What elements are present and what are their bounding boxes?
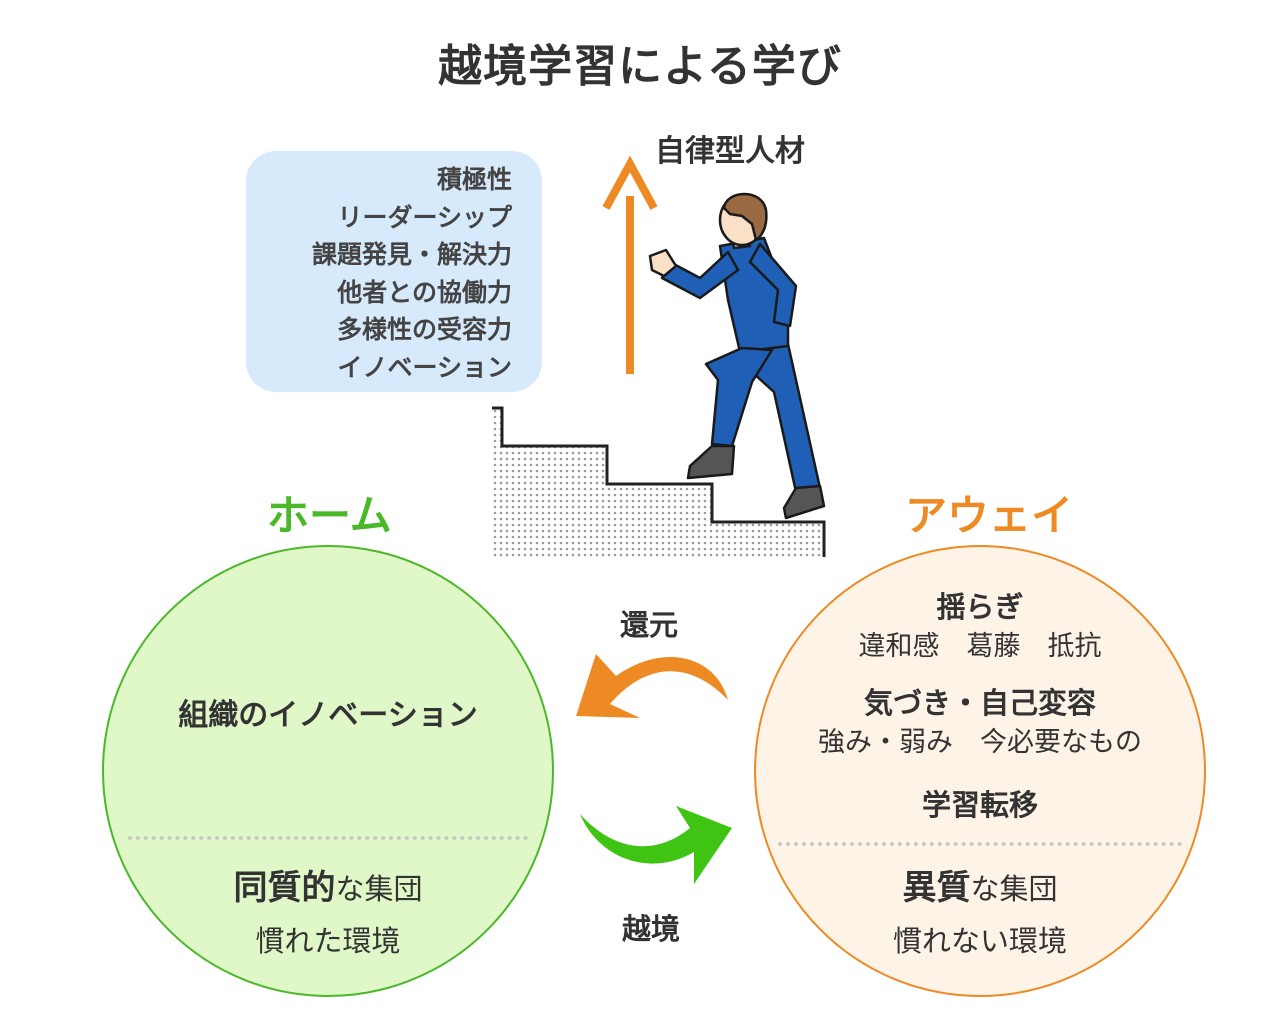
skill-item: 他者との協働力 bbox=[337, 277, 512, 307]
home-divider bbox=[128, 836, 528, 840]
home-group-rest: な集団 bbox=[335, 872, 423, 906]
away-circle bbox=[754, 545, 1206, 997]
cross-border-arrow-icon bbox=[580, 806, 732, 884]
home-inner-text: 組織のイノベーション bbox=[178, 698, 478, 733]
skill-item: 積極性 bbox=[436, 165, 512, 194]
home-group-line: 同質的な集団 bbox=[102, 860, 554, 909]
away-group-line: 異質な集団 bbox=[754, 860, 1206, 909]
away-group-bold: 異質 bbox=[902, 868, 971, 908]
away-label: アウェイ bbox=[905, 491, 1074, 540]
away-environment: 慣れない環境 bbox=[892, 924, 1067, 958]
away-group-rest: な集団 bbox=[970, 872, 1058, 906]
climbing-person-icon bbox=[648, 192, 826, 520]
away-item3-title: 学習転移 bbox=[921, 788, 1038, 822]
skills-box: 積極性 リーダーシップ 課題発見・解決力 他者との協働力 多様性の受容力 イノベ… bbox=[246, 151, 542, 392]
skill-item: 課題発見・解決力 bbox=[311, 240, 512, 269]
skill-item: イノベーション bbox=[337, 352, 512, 382]
away-item1-title: 揺らぎ bbox=[936, 590, 1024, 624]
away-item2-sub: 強み・弱み 今必要なもの bbox=[818, 727, 1142, 758]
away-item1-sub: 違和感 葛藤 抵抗 bbox=[858, 631, 1102, 662]
goal-label: 自律型人材 bbox=[655, 134, 805, 169]
return-label: 還元 bbox=[620, 608, 679, 642]
diagram-title: 越境学習による学び bbox=[438, 41, 842, 92]
away-item2-title: 気づき・自己変容 bbox=[863, 686, 1096, 720]
skill-item: 多様性の受容力 bbox=[336, 315, 512, 344]
skill-item: リーダーシップ bbox=[337, 202, 512, 232]
stairs-icon bbox=[492, 406, 826, 557]
home-group-bold: 同質的 bbox=[233, 868, 336, 908]
home-circle bbox=[102, 545, 554, 997]
return-arrow-icon bbox=[576, 654, 728, 718]
away-divider bbox=[778, 842, 1182, 846]
home-environment: 慣れた環境 bbox=[255, 924, 401, 958]
home-label: ホーム bbox=[267, 491, 392, 540]
cross-border-label: 越境 bbox=[622, 912, 681, 946]
growth-arrow-icon bbox=[602, 155, 658, 374]
